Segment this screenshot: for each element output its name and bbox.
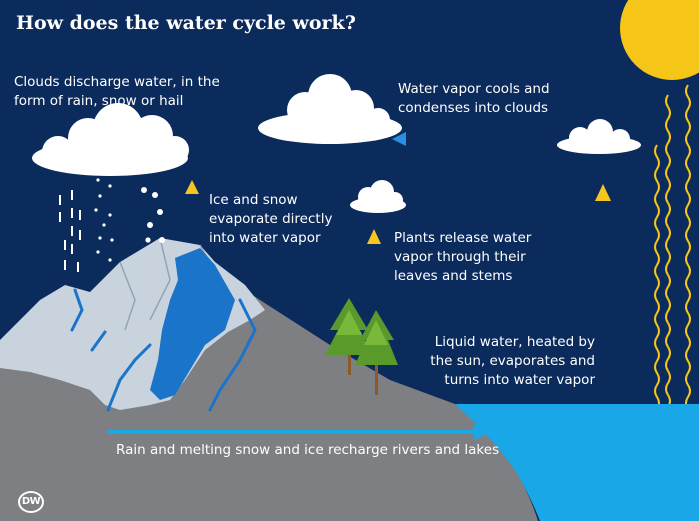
tree — [325, 298, 372, 375]
ice-evaporation-arrow — [185, 180, 199, 248]
condensation-arrow — [392, 132, 548, 146]
glacier — [150, 248, 235, 400]
sea — [455, 404, 699, 521]
rain — [59, 190, 81, 272]
cloud — [350, 180, 406, 213]
cloud — [32, 103, 189, 176]
page-title: How does the water cycle work? — [16, 12, 356, 34]
tree — [355, 310, 398, 395]
sea-evaporation-arrow — [595, 184, 611, 403]
plants-label: Plants release water vapor through their… — [394, 230, 532, 284]
sun-ray — [654, 144, 660, 410]
vapor-cools-label: Water vapor cools and condenses into clo… — [398, 81, 550, 116]
clouds-discharge-label: Clouds discharge water, in the form of r… — [14, 74, 220, 109]
recharge-label: Rain and melting snow and ice recharge r… — [116, 442, 500, 458]
sun — [620, 0, 699, 80]
glacier-stream — [70, 288, 257, 412]
cloud — [557, 119, 641, 154]
ice-snow-label: Ice and snow evaporate directly into wat… — [209, 192, 333, 246]
cloud — [258, 74, 402, 144]
sun-ray — [685, 84, 691, 410]
liquid-water-label: Liquid water, heated by the sun, evapora… — [430, 334, 595, 388]
sun-ray — [665, 94, 671, 408]
plant-transpiration-arrow — [367, 229, 381, 298]
dw-logo: DW — [18, 491, 44, 513]
snow — [94, 178, 114, 262]
hail — [141, 165, 165, 243]
river-arrow-head — [474, 424, 490, 440]
